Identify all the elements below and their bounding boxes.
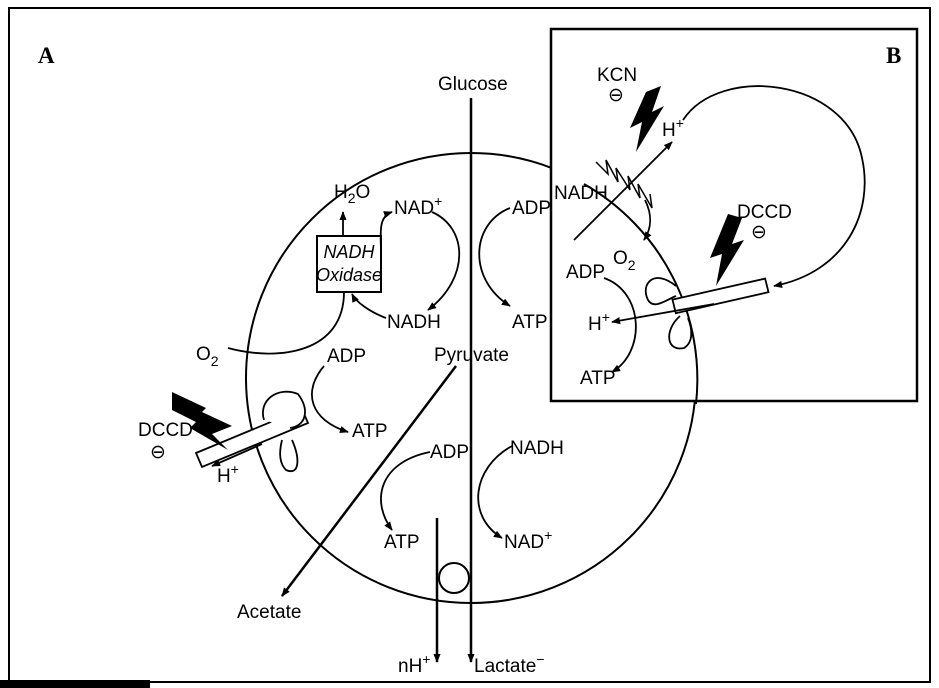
nadh-left-label: NADH	[387, 312, 441, 333]
nh-plus-label: nH+	[398, 651, 430, 677]
lactate-label: Lactate−	[474, 651, 545, 677]
kcn-label: KCN	[597, 65, 637, 86]
nadh-panel-b-label: NADH	[554, 183, 608, 204]
atp-synthesis-arrow-left	[312, 366, 348, 432]
nad-plus-top-label: NAD+	[394, 193, 442, 219]
acetate-arrow	[282, 366, 456, 596]
pyruvate-label: Pyruvate	[434, 345, 509, 366]
oxygen-left-label: O2	[196, 344, 219, 369]
proton-left-label: H+	[217, 461, 239, 487]
atp-panel-b-label: ATP	[580, 368, 616, 389]
adp-left-label: ADP	[327, 346, 366, 367]
nadh-bottom-label: NADH	[510, 438, 564, 459]
atp-bottom-label: ATP	[384, 532, 420, 553]
nad-reduction-arrow	[428, 212, 459, 310]
nad-plus-bottom-label: NAD+	[504, 527, 552, 553]
dccd-right-label: DCCD	[737, 202, 792, 223]
nadh-to-oxidase-arrow	[352, 294, 386, 318]
adp-panel-b-label: ADP	[566, 262, 605, 283]
panel-b-label: B	[886, 43, 901, 68]
lactate-proton-symporter	[439, 563, 469, 593]
water-label: H2O	[334, 182, 370, 206]
panel-a-label: A	[38, 43, 55, 68]
footer-mark	[0, 680, 150, 688]
nad-regeneration-arrow	[381, 212, 392, 250]
atp-left-label: ATP	[352, 421, 388, 442]
atp-synthesis-arrow-1	[479, 208, 510, 306]
adp-top-label: ADP	[512, 198, 551, 219]
acetate-label: Acetate	[237, 602, 301, 623]
adp-bottom-label: ADP	[430, 442, 469, 463]
nadh-oxidation-arrow-bottom	[478, 446, 512, 538]
nadh-oxidase-label-1: NADH	[323, 242, 375, 262]
oxygen-to-oxidase-line	[228, 292, 344, 354]
atp-top-label: ATP	[512, 312, 548, 333]
dccd-left-label: DCCD	[138, 420, 193, 441]
dccd-left-inhibit: ⊖	[150, 442, 166, 463]
atp-synthesis-arrow-bottom	[381, 452, 430, 530]
nadh-oxidase-label-2: Oxidase	[316, 265, 382, 285]
dccd-right-inhibit: ⊖	[751, 222, 767, 243]
kcn-inhibit: ⊖	[608, 85, 624, 106]
glucose-label: Glucose	[438, 74, 508, 95]
